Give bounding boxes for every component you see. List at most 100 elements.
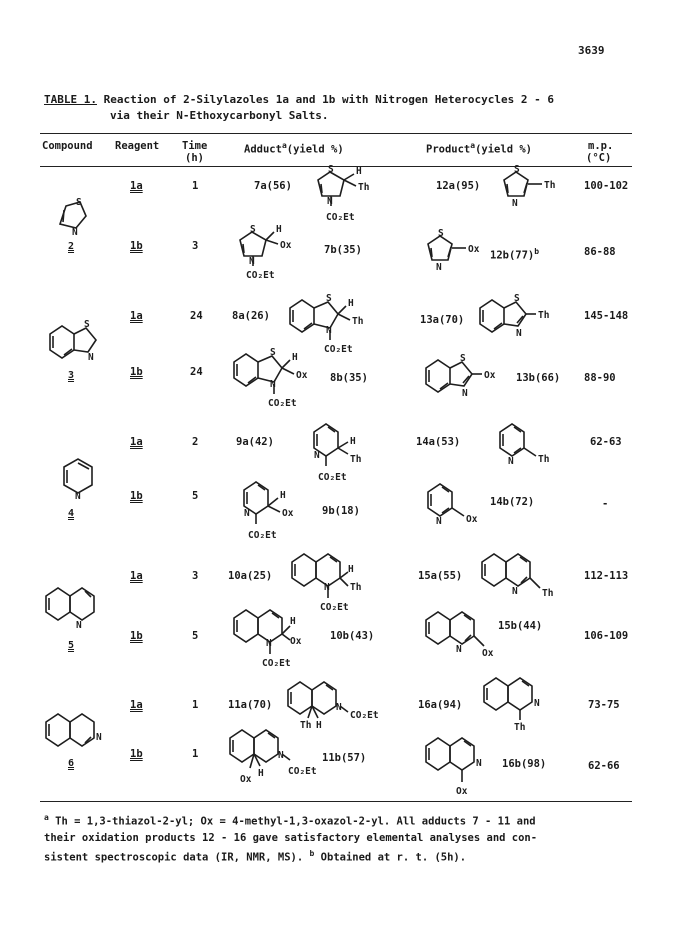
svg-text:Ox: Ox (482, 648, 494, 659)
row-3-adduct: 8a(26) (232, 310, 270, 322)
row-7-adduct: 10a(25) (228, 570, 273, 582)
compound-label-5: 5 (68, 640, 75, 651)
svg-text:Ox: Ox (466, 514, 478, 525)
row-10-reagent: 1b (130, 748, 143, 760)
footnote-line-2: their oxidation products 12 - 16 gave sa… (44, 831, 538, 844)
svg-text:N: N (249, 256, 255, 267)
row-7-reagent: 1a (130, 570, 143, 582)
svg-text:Ox: Ox (484, 370, 496, 381)
row-2-mp: 86-88 (584, 246, 616, 258)
svg-text:H: H (348, 564, 354, 575)
caption-line-1: Reaction of 2-Silylazoles 1a and 1b with… (103, 93, 554, 106)
svg-text:N: N (314, 450, 320, 461)
page-number: 3639 (578, 44, 605, 57)
svg-text:H: H (290, 616, 296, 627)
row-2-time: 3 (192, 240, 199, 252)
svg-text:CO₂Et: CO₂Et (318, 472, 347, 483)
svg-text:CO₂Et: CO₂Et (320, 602, 349, 613)
header-adduct: Adducta(yield %) (244, 140, 344, 156)
adduct-7a-structure: S H Th N CO₂Et (317, 164, 369, 223)
row-5-time: 2 (192, 436, 199, 448)
row-5-product: 14a(53) (416, 436, 461, 448)
svg-text:N: N (327, 196, 333, 207)
row-9-mp: 73-75 (588, 699, 620, 711)
adduct-11b-structure: Ox H N CO₂Et (229, 729, 317, 785)
compound-label-6: 6 (68, 758, 75, 769)
header-time: Time (182, 140, 208, 152)
svg-text:N: N (324, 582, 330, 593)
header-time-unit: (h) (185, 152, 204, 164)
product-13a-structure: S Th N (479, 293, 549, 339)
row-9-reagent: 1a (130, 699, 143, 711)
product-15b-structure: N Ox (425, 611, 494, 659)
header-product-label: Product (426, 143, 471, 156)
row-4-mp: 88-90 (584, 372, 616, 384)
header-reagent: Reagent (115, 140, 160, 152)
header-product-tail: (yield %) (475, 143, 532, 156)
row-2-adduct: 7b(35) (324, 244, 362, 256)
adduct-10b-structure: H Ox N CO₂Et (233, 609, 302, 669)
row-8-time: 5 (192, 630, 199, 642)
svg-text:N: N (96, 732, 102, 743)
row-7-time: 3 (192, 570, 199, 582)
row-10-product: 16b(98) (502, 758, 547, 770)
row-6-product: 14b(72) (490, 496, 535, 508)
svg-text:N: N (326, 325, 332, 336)
isoquinoline-structure: N (45, 713, 102, 747)
product-16a-structure: N Th (483, 677, 540, 733)
adduct-11a-structure: Th H N CO₂Et (287, 681, 379, 731)
svg-text:N: N (508, 456, 514, 467)
row-8-reagent: 1b (130, 630, 143, 642)
svg-text:Ox: Ox (468, 244, 480, 255)
row-7-mp: 112-113 (584, 570, 629, 582)
row-5-mp: 62-63 (590, 436, 622, 448)
svg-text:S: S (270, 347, 276, 358)
row-4-adduct: 8b(35) (330, 372, 368, 384)
row-4-time: 24 (190, 366, 203, 378)
svg-text:H: H (350, 436, 356, 447)
svg-text:Th: Th (358, 182, 369, 193)
svg-text:N: N (476, 758, 482, 769)
svg-text:N: N (436, 262, 442, 273)
header-mp: m.p. (588, 140, 614, 152)
row-1-adduct: 7a(56) (254, 180, 292, 192)
adduct-9a-structure: H Th N CO₂Et (313, 423, 361, 483)
svg-text:CO₂Et: CO₂Et (246, 270, 275, 281)
product-16b-structure: N Ox (425, 737, 482, 797)
adduct-7b-structure: S H Ox N CO₂Et (239, 224, 292, 281)
row-3-product: 13a(70) (420, 314, 465, 326)
footnote-line-3b: Obtained at r. t. (5h). (320, 851, 467, 863)
svg-text:N: N (512, 586, 518, 597)
svg-text:Ox: Ox (240, 774, 252, 785)
svg-text:Ox: Ox (280, 240, 292, 251)
header-rule (40, 166, 632, 167)
header-adduct-tail: (yield %) (286, 143, 344, 156)
row-9-product: 16a(94) (418, 699, 463, 711)
svg-text:Th: Th (350, 582, 361, 593)
row-9-time: 1 (192, 699, 199, 711)
row-6-adduct: 9b(18) (322, 505, 360, 517)
svg-text:N: N (516, 328, 522, 339)
svg-text:Ox: Ox (456, 786, 468, 797)
svg-text:N: N (436, 516, 442, 527)
svg-text:Th: Th (300, 720, 311, 731)
top-rule (40, 133, 632, 134)
table-caption: TABLE 1. Reaction of 2-Silylazoles 1a an… (44, 92, 644, 124)
svg-text:S: S (438, 228, 444, 239)
svg-text:N: N (75, 491, 81, 502)
row-2-reagent: 1b (130, 240, 143, 252)
row-1-reagent: 1a (130, 180, 143, 192)
row-3-time: 24 (190, 310, 203, 322)
quinoline-structure: N (45, 587, 95, 631)
svg-text:H: H (348, 298, 354, 309)
row-4-reagent: 1b (130, 366, 143, 378)
header-adduct-note: a (281, 141, 287, 150)
svg-text:N: N (512, 198, 518, 209)
svg-text:CO₂Et: CO₂Et (268, 398, 297, 409)
row-8-product: 15b(44) (498, 620, 543, 632)
svg-text:N: N (336, 702, 342, 713)
svg-text:H: H (280, 490, 286, 501)
svg-text:S: S (84, 319, 90, 330)
svg-text:Th: Th (514, 722, 525, 733)
row-6-time: 5 (192, 490, 199, 502)
